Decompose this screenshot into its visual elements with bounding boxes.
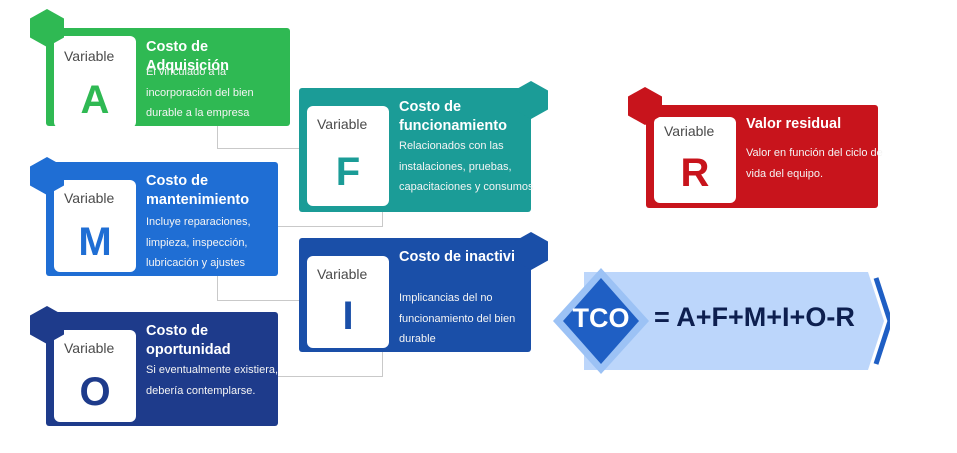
tco-formula: = A+F+M+I+O-R xyxy=(654,302,855,332)
card-downtime-cost: Variable I Costo de inactividad Implican… xyxy=(299,238,541,352)
card-title: Costo de Adquisición xyxy=(146,39,229,74)
variable-label: Variable xyxy=(64,190,115,206)
variable-label: Variable xyxy=(64,340,115,356)
card-maintenance-cost: Variable M Costo de mantenimiento Incluy… xyxy=(46,162,278,276)
variable-letter: A xyxy=(80,78,110,122)
hexagon-icon xyxy=(28,8,66,48)
variable-label: Variable xyxy=(64,48,115,64)
card-description: El vinculado a la incorporación del bien… xyxy=(146,66,254,119)
connector-i-o xyxy=(278,352,383,377)
card-description: Implicancias del no funcionamiento del b… xyxy=(399,292,516,345)
variable-label: Variable xyxy=(317,116,368,132)
variable-label: Variable xyxy=(317,266,368,282)
card-title: Costo de inactividad xyxy=(399,249,541,265)
tco-formula-band xyxy=(584,272,890,370)
hexagon-icon xyxy=(28,305,66,345)
tco-label: TCO xyxy=(572,303,630,333)
variable-box: Variable A xyxy=(54,36,136,128)
hexagon-icon xyxy=(512,231,550,271)
card-title: Costo de oportunidad xyxy=(146,323,231,358)
card-title: Costo de funcionamiento xyxy=(399,99,507,134)
card-description: Relacionados con las instalaciones, prue… xyxy=(399,140,534,193)
connector-a-f xyxy=(217,126,300,149)
variable-box: Variable O xyxy=(54,330,136,422)
variable-letter: O xyxy=(79,370,111,414)
card-acquisition-cost: Variable A Costo de Adquisición El vincu… xyxy=(46,28,290,128)
variable-letter: R xyxy=(680,151,710,195)
card-description: Si eventualmente existiera, debería cont… xyxy=(146,364,279,397)
card-description: Incluye reparaciones, limpieza, inspecci… xyxy=(146,216,251,269)
variable-label: Variable xyxy=(664,123,715,139)
card-operating-cost: Variable F Costo de funcionamiento Relac… xyxy=(299,88,534,212)
connector-m-i xyxy=(217,276,300,301)
connector-f-m xyxy=(278,212,383,227)
hexagon-icon xyxy=(626,86,664,126)
card-title: Valor residual xyxy=(746,116,842,132)
variable-letter: M xyxy=(78,220,112,264)
card-opportunity-cost: Variable O Costo de oportunidad Si event… xyxy=(46,312,278,426)
tco-diamond-icon xyxy=(551,266,651,376)
card-title: Costo de mantenimiento xyxy=(146,173,250,208)
variable-letter: F xyxy=(335,150,361,194)
variable-letter: I xyxy=(342,294,354,338)
variable-box: Variable I xyxy=(307,256,389,348)
hexagon-icon xyxy=(28,156,66,196)
hexagon-icon xyxy=(512,80,550,120)
variable-box: Variable R xyxy=(654,117,736,203)
variable-box: Variable F xyxy=(307,106,389,206)
variable-box: Variable M xyxy=(54,180,136,272)
card-residual-value: Variable R Valor residual Valor en funci… xyxy=(646,105,883,208)
card-description: Valor en función del ciclo de vida del e… xyxy=(746,147,883,180)
